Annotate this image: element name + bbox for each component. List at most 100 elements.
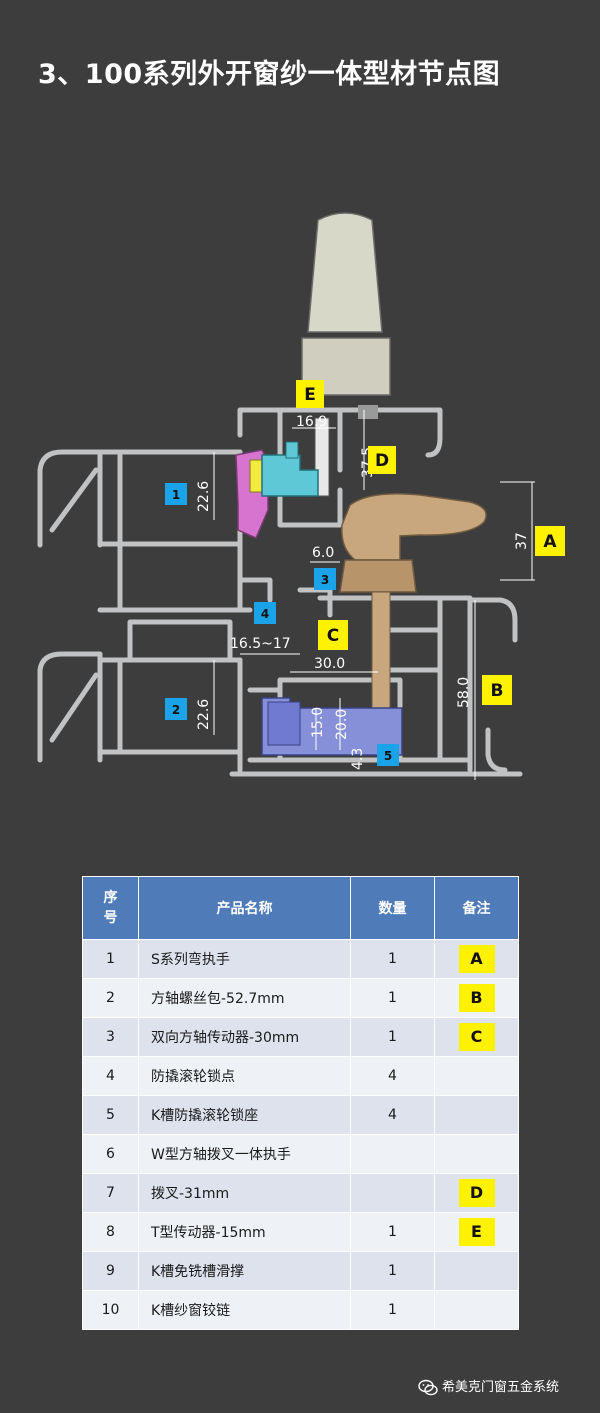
cell-note [434,1134,519,1174]
footer-text: 希美克门窗五金系统 [442,1380,560,1395]
table-header-row: 序 号 产品名称 数量 备注 [82,876,519,940]
letter-labels: E D A C B [296,380,565,705]
cell-quantity: 1 [350,1290,435,1330]
lock-seat-part [261,697,403,756]
dim-15-0: 15.0 [310,707,326,738]
cell-quantity: 1 [350,1212,435,1252]
cell-product-name: S系列弯执手 [138,939,351,979]
note-badge: D [458,1179,495,1207]
cell-number: 7 [82,1173,139,1213]
cell-product-name: K槽免铣槽滑撑 [138,1251,351,1291]
dimension-texts: 16.9 37.5 22.6 37 6.0 16.5~17 30.0 58.0 … [196,414,530,770]
dim-20-0: 20.0 [334,709,350,740]
cell-product-name: W型方轴拨叉一体执手 [138,1134,351,1174]
footer: 希美克门窗五金系统 [418,1376,559,1397]
label-a: A [543,532,557,552]
handle-top [301,212,391,497]
dimension-lines [213,410,535,780]
cell-number: 8 [82,1212,139,1252]
note-badge: B [458,984,495,1012]
label-5: 5 [384,749,392,763]
dim-37: 37 [514,532,530,550]
header-number-text: 序 号 [103,890,118,926]
label-1-box [165,483,187,505]
cell-note [434,1290,519,1330]
label-a-box [535,526,565,556]
dim-16-5-17: 16.5~17 [230,636,291,652]
dim-22-6-upper: 22.6 [196,481,212,512]
cell-quantity: 1 [350,939,435,979]
cell-quantity: 4 [350,1056,435,1096]
label-d-box [368,446,396,474]
note-badge: E [458,1218,495,1246]
cell-quantity [350,1134,435,1174]
header-product-name: 产品名称 [138,876,351,940]
label-1: 1 [172,488,180,502]
cell-note: D [434,1173,519,1213]
cell-number: 6 [82,1134,139,1174]
frame-profile [37,407,523,777]
cell-quantity: 1 [350,1251,435,1291]
cell-product-name: 防撬滚轮锁点 [138,1056,351,1096]
cell-note: E [434,1212,519,1252]
node-diagram: 16.9 37.5 22.6 37 6.0 16.5~17 30.0 58.0 … [37,212,565,780]
cell-quantity: 1 [350,978,435,1018]
label-3: 3 [321,573,329,587]
label-d: D [375,451,389,471]
header-number: 序 号 [82,876,139,940]
cell-number: 3 [82,1017,139,1057]
cell-product-name: K槽防撬滚轮锁座 [138,1095,351,1135]
label-e-box [296,380,324,408]
cell-note [434,1251,519,1291]
page-title: 3、100系列外开窗纱一体型材节点图 [38,59,501,90]
cell-number: 5 [82,1095,139,1135]
label-b: B [491,681,504,701]
cell-quantity: 1 [350,1017,435,1057]
cell-note [434,1095,519,1135]
wechat-icon [418,1379,438,1395]
label-b-box [482,675,512,705]
cell-number: 1 [82,939,139,979]
dim-16-9: 16.9 [296,414,327,430]
cell-product-name: K槽纱窗铰链 [138,1290,351,1330]
label-4-box [254,602,276,624]
header-quantity: 数量 [350,876,435,940]
cell-note: C [434,1017,519,1057]
dim-30-0: 30.0 [314,656,345,672]
cell-product-name: 拨叉-31mm [138,1173,351,1213]
cell-product-name: T型传动器-15mm [138,1212,351,1252]
label-c: C [327,626,339,646]
number-labels: 1 3 4 2 5 [165,483,399,766]
cell-number: 9 [82,1251,139,1291]
dim-4-3: 4.3 [350,748,366,770]
handle-lever [339,493,487,713]
label-4: 4 [261,607,269,621]
cell-note: A [434,939,519,979]
header-note: 备注 [434,876,519,940]
label-2-box [165,698,187,720]
dim-22-6-lower: 22.6 [196,699,212,730]
label-c-box [318,620,348,650]
label-2: 2 [172,703,180,717]
note-badge: C [458,1023,495,1051]
transmission-part [261,441,319,497]
cell-number: 4 [82,1056,139,1096]
cell-note [434,1056,519,1096]
label-5-box [377,744,399,766]
cell-number: 10 [82,1290,139,1330]
cell-quantity: 4 [350,1095,435,1135]
cell-note: B [434,978,519,1018]
cell-number: 2 [82,978,139,1018]
cell-quantity [350,1173,435,1213]
